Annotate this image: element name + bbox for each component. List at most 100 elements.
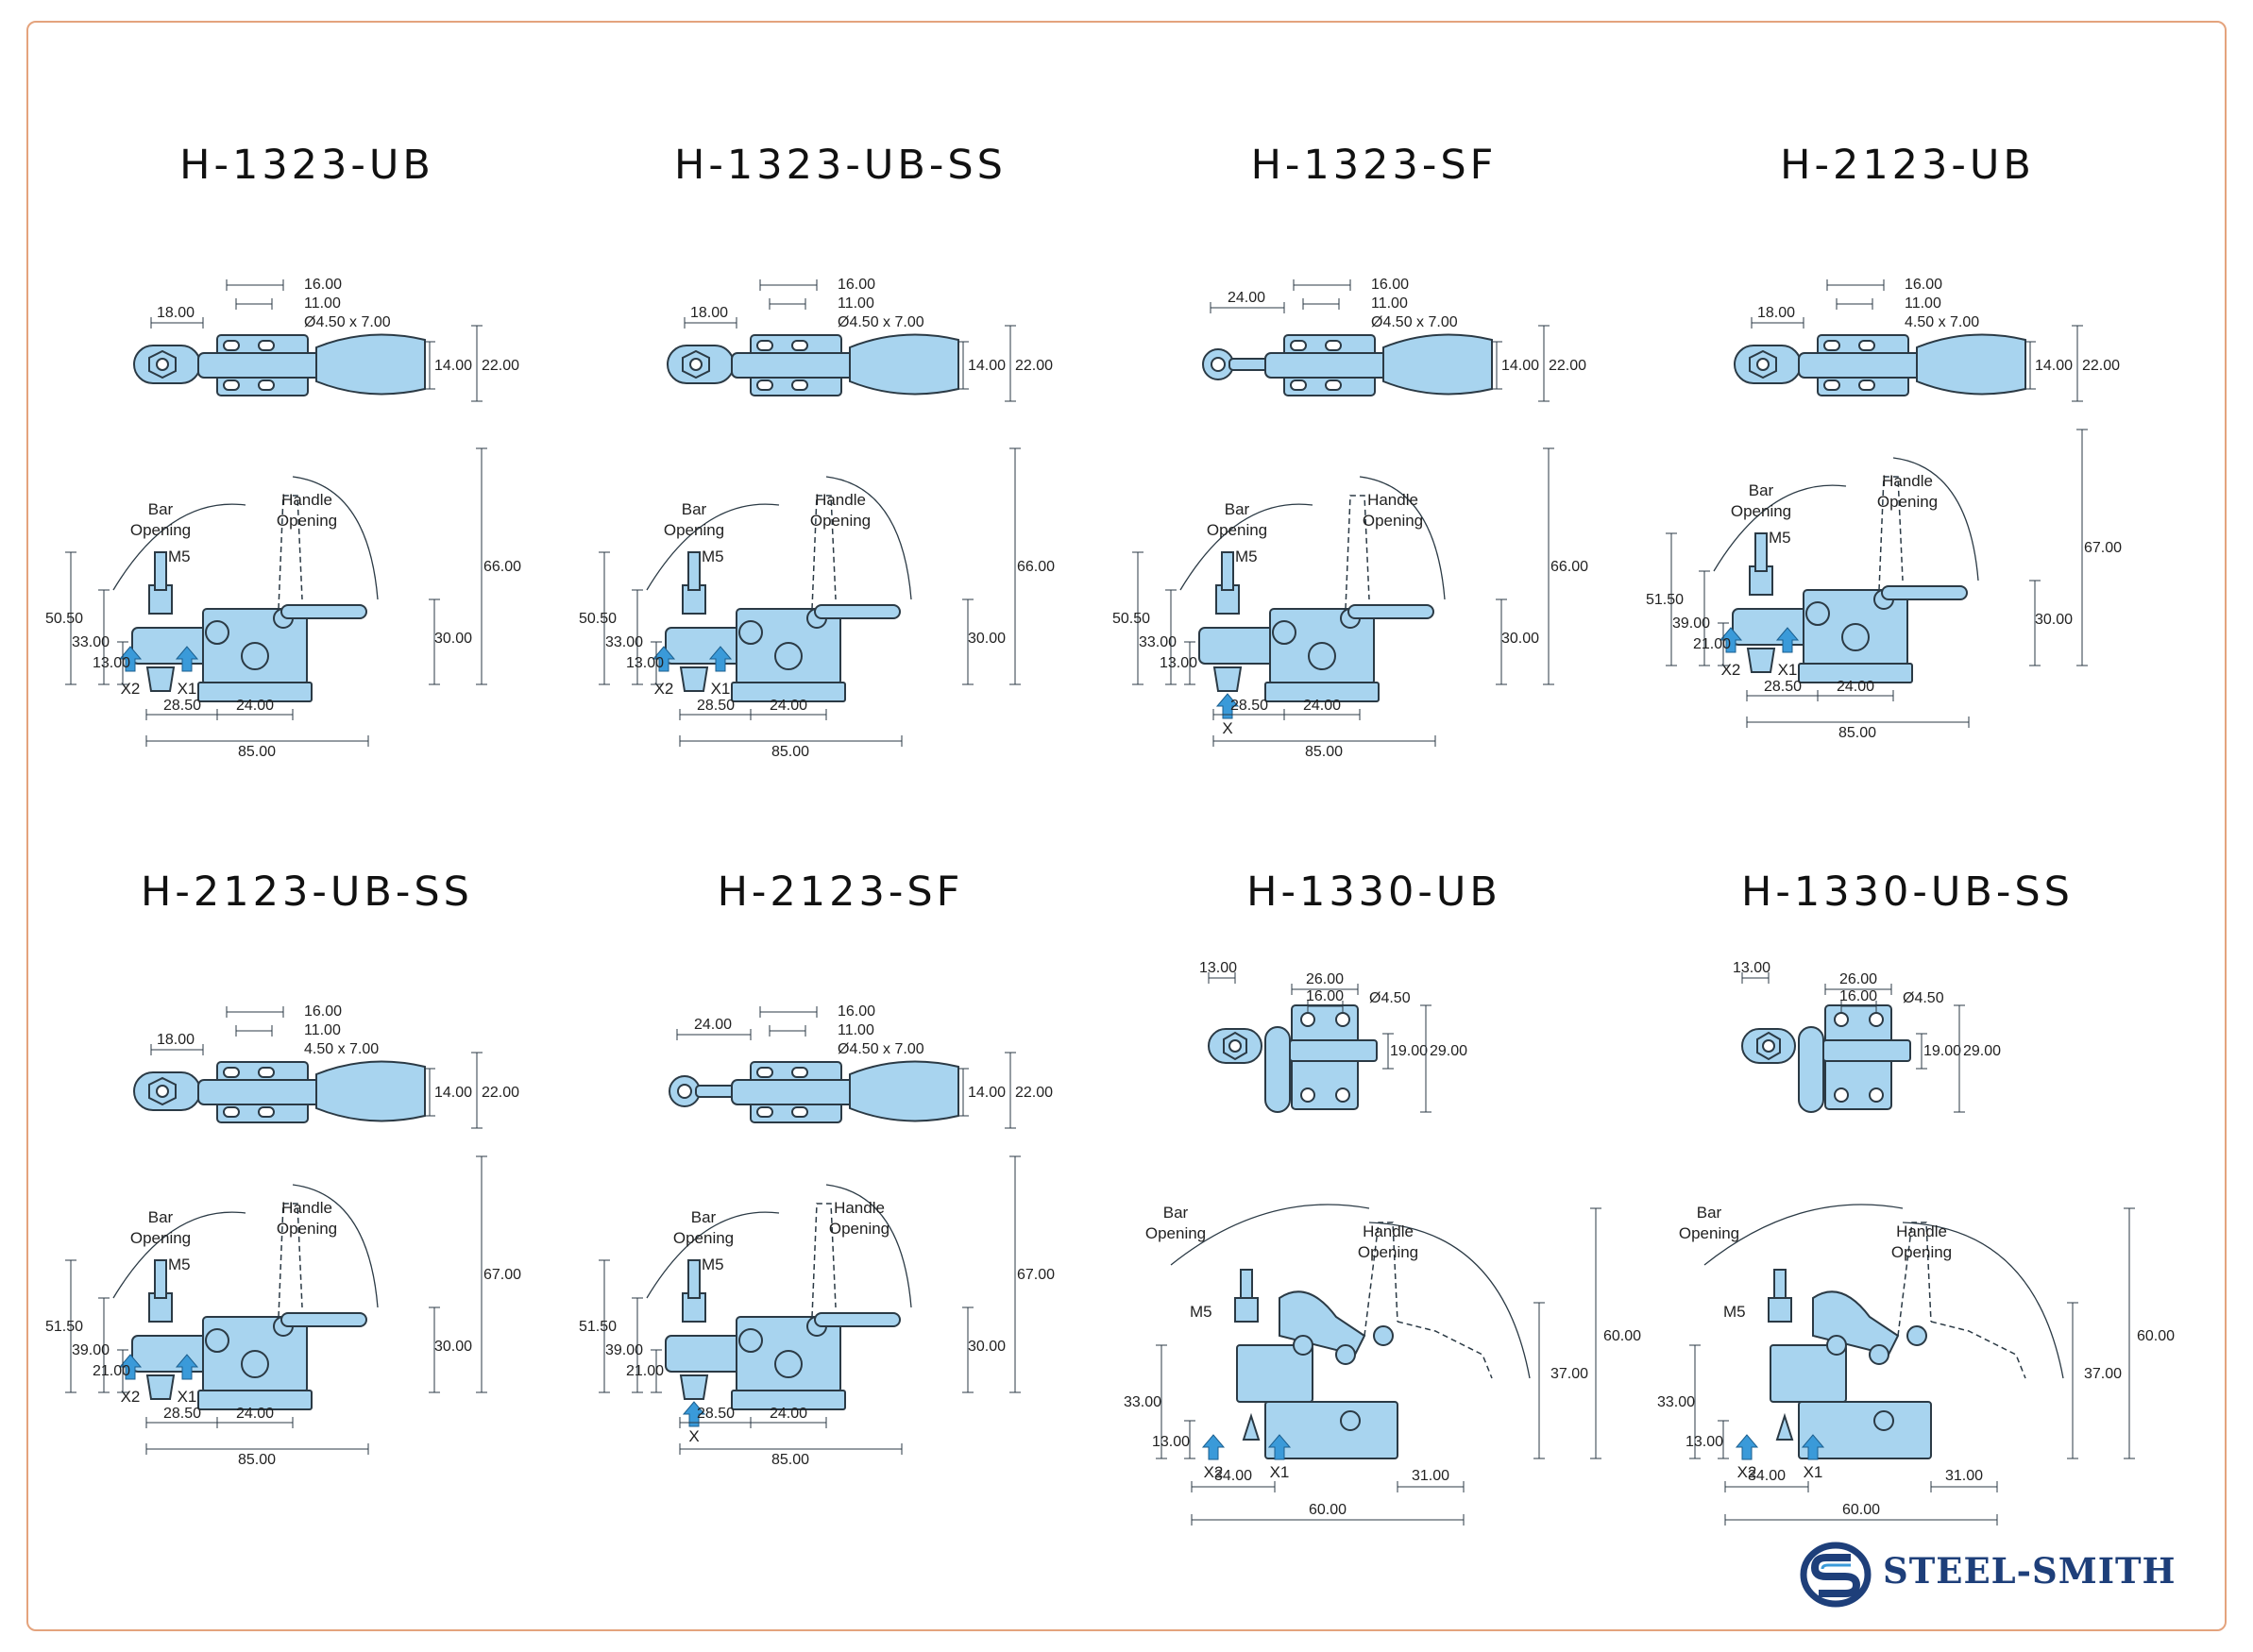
swivel-center — [1211, 357, 1226, 372]
dim-label: 11.00 — [838, 295, 874, 312]
dim-label: 4.50 x 7.00 — [304, 1041, 379, 1057]
pivot — [774, 1350, 803, 1378]
dim-label: 34.00 — [1214, 1468, 1252, 1484]
dim-label: 13.00 — [1686, 1434, 1723, 1450]
mount-slot — [756, 340, 773, 351]
dim-label: 19.00 — [1923, 1043, 1961, 1059]
dim-label: 66.00 — [1017, 559, 1055, 575]
label-thread: M5 — [168, 548, 191, 565]
dim-label: 31.00 — [1412, 1468, 1449, 1484]
dim-label: 37.00 — [1550, 1366, 1588, 1382]
mount-slot — [1325, 379, 1342, 391]
pivot — [774, 642, 803, 670]
dim-label: 30.00 — [1501, 631, 1539, 647]
label-thread: M5 — [1235, 548, 1258, 565]
pivot — [1308, 642, 1336, 670]
arrow-x1 — [1801, 1434, 1825, 1460]
handle-closed-ghost — [1930, 1321, 2026, 1379]
dim-label: 67.00 — [483, 1267, 521, 1283]
dim-label: 28.50 — [163, 1406, 201, 1422]
bar-arc — [1703, 1204, 1904, 1266]
handle-bar — [1881, 585, 1968, 600]
arrow-x2 — [1719, 627, 1743, 653]
base-plate — [1264, 682, 1380, 702]
dim-label: 24.00 — [1837, 679, 1874, 695]
handle-bar — [280, 1312, 367, 1327]
handle-bar — [814, 1312, 901, 1327]
dim-label: 85.00 — [771, 744, 809, 760]
dim-label: 26.00 — [1839, 971, 1877, 987]
label-thread: M5 — [702, 548, 724, 565]
mount-hole — [1335, 1087, 1350, 1103]
dim-label: 16.00 — [304, 277, 342, 293]
bolt-tip — [1212, 666, 1243, 692]
bolt-tip — [1746, 648, 1776, 673]
dim-label: 14.00 — [434, 1085, 472, 1101]
dim-label: 29.00 — [1963, 1043, 2001, 1059]
dim-label: 4.50 x 7.00 — [1905, 314, 1979, 330]
dim-label: 33.00 — [1657, 1394, 1695, 1410]
mount-slot — [223, 1067, 240, 1078]
mount-hole — [1300, 1087, 1315, 1103]
bar-arc — [1170, 1204, 1370, 1266]
handle-arc — [1892, 457, 1979, 582]
dim-label: 30.00 — [2035, 612, 2073, 628]
brand-logo: STEEL-SMITH — [1800, 1537, 2183, 1612]
label-x: X — [688, 1427, 699, 1445]
dim-label: 28.50 — [1230, 698, 1268, 714]
mount-slot — [791, 379, 808, 391]
model-title: H-2123-UB — [1780, 142, 2035, 189]
label-x2: X2 — [1204, 1463, 1224, 1481]
base — [1264, 1401, 1398, 1459]
model-title: H-2123-SF — [717, 868, 964, 916]
dim-label: 22.00 — [1549, 358, 1586, 374]
pivot — [1869, 1344, 1889, 1365]
base-plate — [197, 1390, 313, 1410]
dim-label: 60.00 — [2137, 1328, 2175, 1344]
handle-grip — [315, 333, 426, 396]
mount-slot — [791, 1106, 808, 1118]
brand-name: STEEL-SMITH — [1883, 1550, 2177, 1592]
dim-label: 22.00 — [482, 358, 519, 374]
base-plate — [197, 682, 313, 702]
spindle — [1773, 1269, 1787, 1299]
dim-label: 24.00 — [236, 1406, 274, 1422]
mount-slot — [223, 340, 240, 351]
mount-slot — [756, 379, 773, 391]
dim-label: 24.00 — [236, 698, 274, 714]
handle-bar — [1347, 604, 1434, 619]
mount-slot — [1290, 379, 1307, 391]
base-plate — [1798, 663, 1913, 683]
dim-label: 24.00 — [1228, 290, 1265, 306]
mount-slot — [223, 1106, 240, 1118]
dim-label: 18.00 — [157, 305, 195, 321]
label-x2: X2 — [121, 1388, 141, 1406]
label-thread: M5 — [1769, 529, 1791, 547]
linkage — [731, 1079, 855, 1105]
model-title: H-1323-UB-SS — [674, 142, 1007, 189]
mount-slot — [1290, 340, 1307, 351]
spindle — [154, 551, 167, 591]
mount-hole — [1834, 1012, 1849, 1027]
dim-label: 11.00 — [838, 1022, 874, 1038]
dim-label: 33.00 — [72, 634, 110, 650]
spindle — [687, 1259, 701, 1299]
label-x1: X1 — [711, 680, 731, 698]
dim-label: 28.50 — [163, 698, 201, 714]
mount-slot — [223, 379, 240, 391]
base-plate — [731, 682, 846, 702]
mount-hole — [1335, 1012, 1350, 1027]
linkage — [1798, 352, 1923, 379]
dim-label: Ø4.50 x 7.00 — [838, 1041, 924, 1057]
label-x1: X1 — [1778, 661, 1798, 679]
handle-arc — [292, 476, 379, 600]
dim-label: 11.00 — [1371, 295, 1408, 312]
